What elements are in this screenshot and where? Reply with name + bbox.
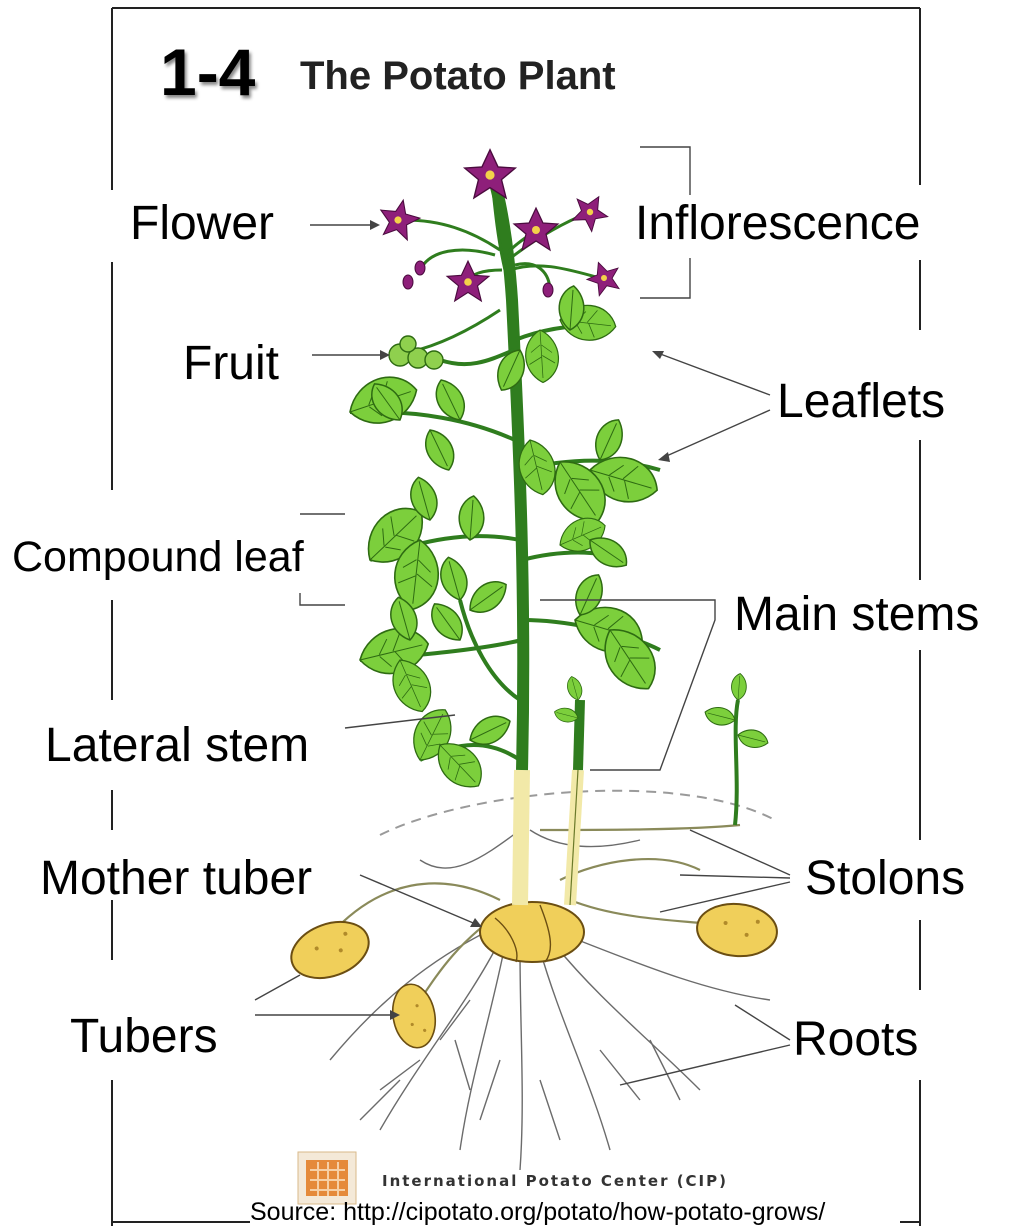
cip-logo bbox=[298, 1152, 356, 1204]
label-stolons: Stolons bbox=[805, 855, 965, 903]
label-fruit: Fruit bbox=[183, 340, 279, 388]
figure-title: The Potato Plant bbox=[300, 54, 616, 99]
label-leaflets: Leaflets bbox=[777, 378, 945, 426]
main-stem bbox=[494, 180, 523, 905]
label-compound-leaf: Compound leaf bbox=[12, 536, 304, 579]
label-inflorescence: Inflorescence bbox=[635, 200, 921, 248]
label-main-stems: Main stems bbox=[734, 591, 979, 639]
label-tubers: Tubers bbox=[70, 1013, 218, 1061]
sprout bbox=[735, 700, 738, 825]
source-link[interactable]: Source: http://cipotato.org/potato/how-p… bbox=[250, 1198, 825, 1227]
mother-tuber bbox=[480, 902, 584, 962]
label-mother-tuber: Mother tuber bbox=[40, 855, 312, 903]
figure-number: 1-4 bbox=[160, 34, 255, 110]
label-lateral-stem: Lateral stem bbox=[45, 722, 309, 770]
label-roots: Roots bbox=[793, 1016, 918, 1064]
label-flower: Flower bbox=[130, 200, 274, 248]
organization-name: International Potato Center (CIP) bbox=[382, 1172, 728, 1190]
secondary-main-stem bbox=[570, 700, 580, 905]
